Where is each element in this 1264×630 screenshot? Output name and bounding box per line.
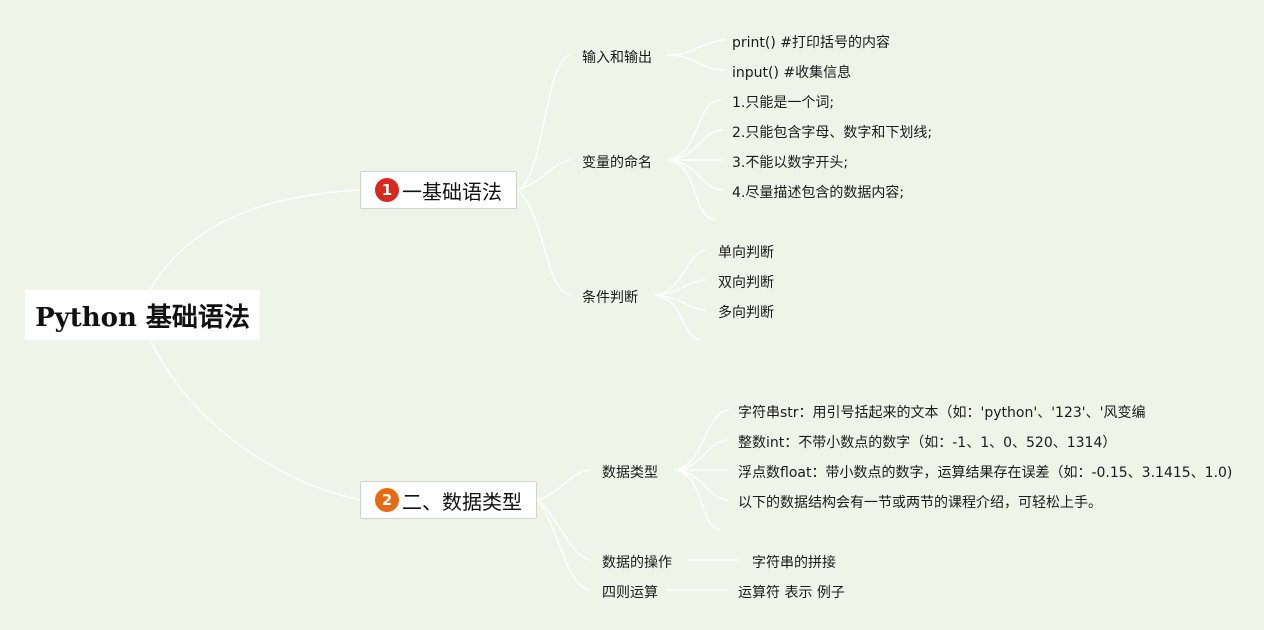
branch-basic-syntax[interactable]: 1 一基础语法 (360, 171, 517, 209)
branch-data-types[interactable]: 2 二、数据类型 (360, 481, 537, 519)
topic-io[interactable]: 输入和输出 (582, 50, 652, 66)
priority-2-icon: 2 (375, 488, 399, 512)
topic-naming[interactable]: 变量的命名 (582, 155, 652, 171)
leaf-naming-rule[interactable]: 4.尽量描述包含的数据内容; (732, 185, 905, 201)
leaf-naming-rule[interactable]: 2.只能包含字母、数字和下划线; (732, 125, 933, 141)
root-node[interactable]: Python 基础语法 (25, 290, 260, 340)
leaf-input[interactable]: input() #收集信息 (732, 65, 852, 81)
leaf-string-concat[interactable]: 字符串的拼接 (752, 555, 836, 571)
leaf-condition[interactable]: 双向判断 (718, 275, 774, 291)
leaf-type-note[interactable]: 以下的数据结构会有一节或两节的课程介绍，可轻松上手。 (738, 495, 1102, 511)
leaf-naming-rule[interactable]: 3.不能以数字开头; (732, 155, 849, 171)
leaf-type-int[interactable]: 整数int：不带小数点的数字（如：-1、1、0、520、1314） (738, 435, 1117, 451)
topic-data-ops[interactable]: 数据的操作 (602, 555, 672, 571)
branch-label: 二、数据类型 (402, 489, 522, 514)
leaf-naming-rule[interactable]: 1.只能是一个词; (732, 95, 835, 111)
root-title: Python 基础语法 (35, 302, 250, 333)
leaf-type-str[interactable]: 字符串str：用引号括起来的文本（如：'python'、'123'、'风变编 (738, 405, 1146, 421)
leaf-print[interactable]: print() #打印括号的内容 (732, 35, 890, 51)
topic-arithmetic[interactable]: 四则运算 (602, 585, 658, 601)
topic-condition[interactable]: 条件判断 (582, 290, 638, 306)
leaf-type-float[interactable]: 浮点数float：带小数点的数字，运算结果存在误差（如：-0.15、3.1415… (738, 465, 1233, 481)
priority-1-icon: 1 (375, 178, 399, 202)
leaf-condition[interactable]: 单向判断 (718, 245, 774, 261)
leaf-condition[interactable]: 多向判断 (718, 305, 774, 321)
topic-data-types[interactable]: 数据类型 (602, 465, 658, 481)
branch-label: 一基础语法 (402, 179, 502, 204)
leaf-operators[interactable]: 运算符 表示 例子 (738, 585, 845, 601)
